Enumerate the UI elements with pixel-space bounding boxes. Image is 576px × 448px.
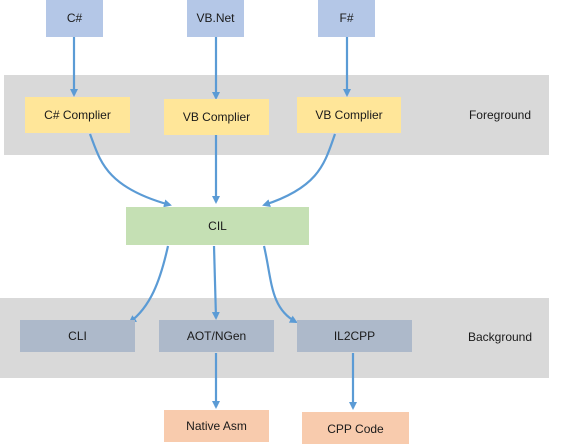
csharp-compiler-node xyxy=(25,97,130,133)
foreground-band-label: Foreground xyxy=(469,108,531,122)
vb-compiler-label-1: VB Complier xyxy=(183,110,250,124)
cil-node xyxy=(126,207,309,245)
fsharp-node xyxy=(318,0,375,37)
vbnet-node xyxy=(187,0,244,37)
cpp-code-label: CPP Code xyxy=(327,422,384,436)
arrow-vb-compiler-2-to-cil xyxy=(262,133,337,207)
csharp-node xyxy=(46,0,103,37)
il2cpp-node xyxy=(297,320,412,352)
cil-label: CIL xyxy=(208,219,227,233)
vbnet-label: VB.Net xyxy=(196,11,235,25)
vb-compiler-node-2 xyxy=(297,97,401,133)
cli-node xyxy=(20,320,135,352)
native-asm-node xyxy=(164,410,269,442)
il2cpp-label: IL2CPP xyxy=(334,329,375,343)
cpp-code-node xyxy=(302,412,409,444)
cli-label: CLI xyxy=(68,329,87,343)
arrows xyxy=(70,37,357,410)
vb-compiler-node-1 xyxy=(164,99,269,135)
arrow-csharp-compiler-to-cil xyxy=(88,133,172,208)
native-asm-label: Native Asm xyxy=(186,419,247,433)
arrow-cil-to-aot xyxy=(211,245,220,320)
fsharp-label: F# xyxy=(339,11,353,25)
csharp-compiler-label: C# Complier xyxy=(44,108,111,122)
csharp-label: C# xyxy=(67,11,83,25)
aot-ngen-label: AOT/NGen xyxy=(187,329,246,343)
vb-compiler-label-2: VB Complier xyxy=(315,108,382,122)
aot-ngen-node xyxy=(159,320,274,352)
arrow-cil-to-cli xyxy=(128,245,170,324)
arrow-cil-to-il2cpp xyxy=(262,245,298,323)
background-band-label: Background xyxy=(468,330,532,344)
